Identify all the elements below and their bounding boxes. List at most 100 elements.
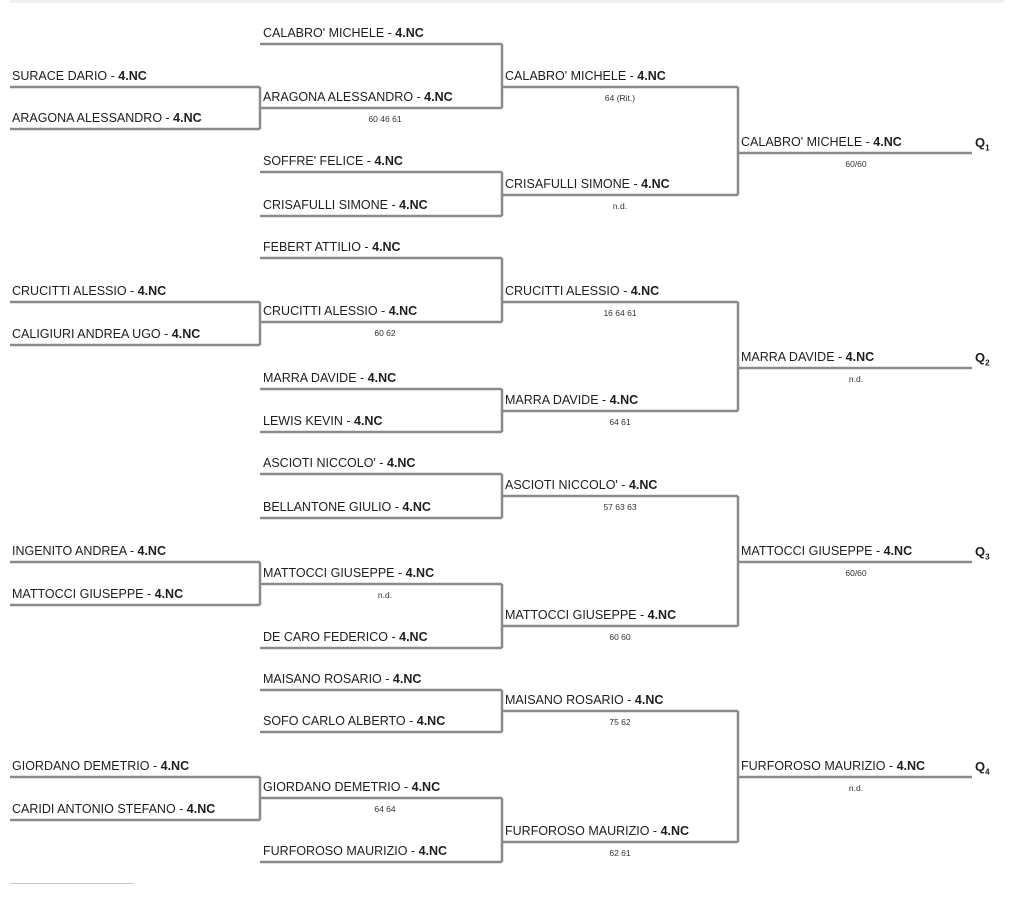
player-name: MAISANO ROSARIO	[505, 693, 624, 707]
third-round-player: CRUCITTI ALESSIO - 4.NC	[505, 284, 660, 298]
player-rank: 4.NC	[405, 566, 435, 580]
player-rank: 4.NC	[399, 198, 428, 212]
player-rank: 4.NC	[386, 456, 416, 470]
qualifier-letter: Q	[975, 544, 986, 559]
player-name: MARRA DAVIDE	[505, 393, 599, 407]
player-rank: 4.NC	[637, 69, 666, 83]
match-score: 75 62	[609, 717, 631, 727]
player-rank: 4.NC	[896, 759, 926, 773]
qualifier-label: Q2	[975, 350, 990, 371]
player-name: ASCIOTI NICCOLO'	[263, 456, 376, 470]
player-name: INGENITO ANDREA	[12, 544, 127, 558]
second-round-player: BELLANTONE GIULIO - 4.NC	[263, 500, 431, 514]
qualifier-player: MATTOCCI GIUSEPPE - 4.NC	[741, 544, 913, 558]
first-round-player: INGENITO ANDREA - 4.NC	[12, 544, 166, 558]
qualifier-letter: Q	[975, 350, 986, 365]
player-name: SURACE DARIO	[12, 69, 108, 83]
match-score: n.d.	[848, 374, 864, 384]
qualifier-number: 2	[985, 358, 990, 368]
qualifier-label: Q1	[975, 135, 990, 156]
match-score: 57 63 63	[603, 502, 637, 512]
player-name: MAISANO ROSARIO	[263, 672, 382, 686]
player-rank: 4.NC	[402, 500, 431, 514]
match-score: n.d.	[848, 783, 864, 793]
player-rank: 4.NC	[399, 630, 428, 644]
second-round-player: MARRA DAVIDE - 4.NC	[263, 371, 397, 385]
top-divider	[10, 0, 1004, 3]
player-rank: 4.NC	[137, 284, 167, 298]
match-score: 64 (Rit.)	[604, 93, 636, 103]
player-name: FURFOROSO MAURIZIO	[741, 759, 886, 773]
player-rank: 4.NC	[186, 802, 216, 816]
player-name: FURFOROSO MAURIZIO	[263, 844, 408, 858]
player-rank: 4.NC	[354, 414, 383, 428]
player-name: MATTOCCI GIUSEPPE	[505, 608, 637, 622]
match-score: n.d.	[377, 590, 393, 600]
player-rank: 4.NC	[630, 284, 660, 298]
match-score: 62 61	[609, 848, 631, 858]
player-rank: 4.NC	[392, 672, 422, 686]
match-score: 60 60	[609, 632, 631, 642]
first-round-player: CARIDI ANTONIO STEFANO - 4.NC	[12, 802, 216, 816]
match-score: 64 61	[609, 417, 631, 427]
player-name: MATTOCCI GIUSEPPE	[741, 544, 873, 558]
third-round-player: CRISAFULLI SIMONE - 4.NC	[505, 177, 670, 191]
player-rank: 4.NC	[628, 478, 658, 492]
player-name: MARRA DAVIDE	[263, 371, 357, 385]
second-round-player: LEWIS KEVIN - 4.NC	[263, 414, 383, 428]
second-round-player: DE CARO FEDERICO - 4.NC	[263, 630, 428, 644]
second-round-player: SOFO CARLO ALBERTO - 4.NC	[263, 714, 446, 728]
first-round-player: MATTOCCI GIUSEPPE - 4.NC	[12, 587, 184, 601]
second-round-player: FURFOROSO MAURIZIO - 4.NC	[263, 844, 448, 858]
third-round-player: MARRA DAVIDE - 4.NC	[505, 393, 639, 407]
second-round-player: MATTOCCI GIUSEPPE - 4.NC	[263, 566, 435, 580]
third-round-player: CALABRO' MICHELE - 4.NC	[505, 69, 666, 83]
second-round-player: SOFFRE' FELICE - 4.NC	[263, 154, 403, 168]
player-rank: 4.NC	[873, 135, 902, 149]
third-round-player: MATTOCCI GIUSEPPE - 4.NC	[505, 608, 677, 622]
player-rank: 4.NC	[367, 371, 397, 385]
player-name: LEWIS KEVIN	[263, 414, 343, 428]
player-name: GIORDANO DEMETRIO	[263, 780, 401, 794]
player-name: MARRA DAVIDE	[741, 350, 835, 364]
third-round-player: FURFOROSO MAURIZIO - 4.NC	[505, 824, 690, 838]
match-score: 60 46 61	[368, 114, 402, 124]
first-round-player: CRUCITTI ALESSIO - 4.NC	[12, 284, 167, 298]
player-name: CALABRO' MICHELE	[505, 69, 627, 83]
qualifier-player: MARRA DAVIDE - 4.NC	[741, 350, 875, 364]
player-name: ASCIOTI NICCOLO'	[505, 478, 618, 492]
third-round-player: MAISANO ROSARIO - 4.NC	[505, 693, 664, 707]
qualifier-player: CALABRO' MICHELE - 4.NC	[741, 135, 902, 149]
player-rank: 4.NC	[160, 759, 190, 773]
player-name: SOFO CARLO ALBERTO	[263, 714, 406, 728]
qualifier-number: 4	[985, 767, 990, 777]
player-name: CARIDI ANTONIO STEFANO	[12, 802, 176, 816]
player-rank: 4.NC	[137, 544, 166, 558]
player-name: SOFFRE' FELICE	[263, 154, 364, 168]
first-round-player: ARAGONA ALESSANDRO - 4.NC	[12, 111, 202, 125]
player-name: ARAGONA ALESSANDRO	[263, 90, 414, 104]
qualifier-number: 3	[985, 552, 990, 562]
player-rank: 4.NC	[395, 26, 424, 40]
qualifier-letter: Q	[975, 759, 986, 774]
player-name: CALIGIURI ANDREA UGO	[12, 327, 161, 341]
qualifier-letter: Q	[975, 135, 986, 150]
second-round-player: MAISANO ROSARIO - 4.NC	[263, 672, 422, 686]
match-score: 64 64	[374, 804, 396, 814]
second-round-player: ARAGONA ALESSANDRO - 4.NC	[263, 90, 453, 104]
player-rank: 4.NC	[171, 327, 201, 341]
match-score: 60 62	[374, 328, 396, 338]
player-name: MATTOCCI GIUSEPPE	[12, 587, 144, 601]
second-round-player: CRISAFULLI SIMONE - 4.NC	[263, 198, 428, 212]
player-rank: 4.NC	[424, 90, 453, 104]
player-rank: 4.NC	[388, 304, 418, 318]
second-round-player: CALABRO' MICHELE - 4.NC	[263, 26, 424, 40]
player-rank: 4.NC	[634, 693, 664, 707]
player-rank: 4.NC	[845, 350, 875, 364]
player-name: CRUCITTI ALESSIO	[505, 284, 620, 298]
player-rank: 4.NC	[411, 780, 441, 794]
third-round-player: ASCIOTI NICCOLO' - 4.NC	[505, 478, 658, 492]
bottom-divider	[10, 883, 134, 884]
